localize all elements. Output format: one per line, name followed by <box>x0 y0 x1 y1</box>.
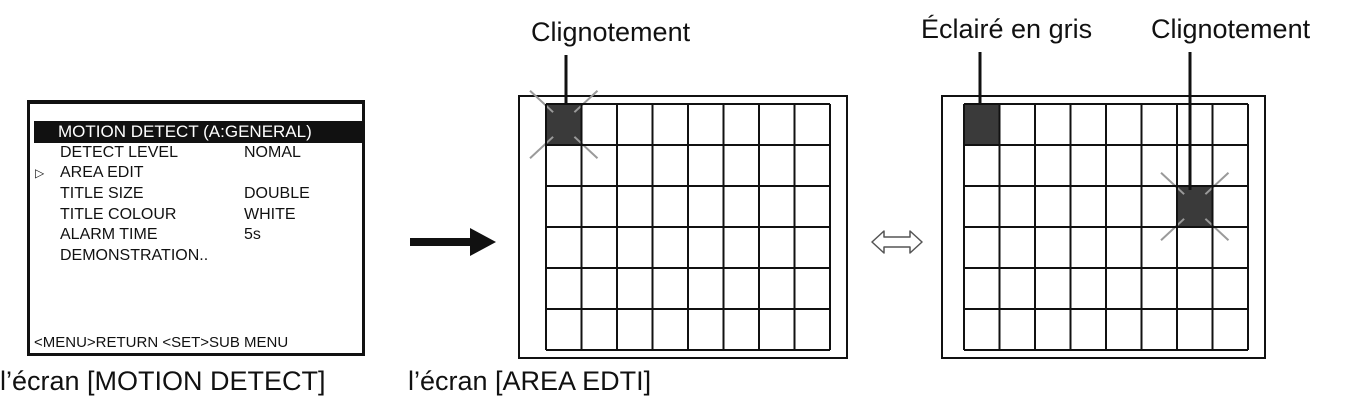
blink-burst-line <box>529 136 554 159</box>
double-arrow-icon <box>871 230 923 254</box>
blink-burst-line <box>529 90 554 113</box>
menu-row-value: DOUBLE <box>244 185 310 202</box>
menu-row-value: NOMAL <box>244 144 301 161</box>
grid-b <box>963 103 1249 351</box>
blink-burst-line <box>1204 172 1230 195</box>
menu-row-label: TITLE COLOUR <box>60 206 177 223</box>
right-arrow-icon <box>410 228 496 256</box>
menu-row-value: 5s <box>244 226 261 243</box>
motion-detect-screen: MOTION DETECT (A:GENERAL) DETECT LEVEL N… <box>27 100 365 356</box>
menu-row-value: WHITE <box>244 206 296 223</box>
blink-burst-line <box>1160 218 1185 241</box>
grid-a <box>529 90 831 351</box>
menu-row-label: DEMONSTRATION.. <box>60 247 209 264</box>
menu-footer: <MENU>RETURN <SET>SUB MENU <box>34 334 289 351</box>
blink-label-1: Clignotement <box>531 17 691 47</box>
area-edit-caption: l’écran [AREA EDTI] <box>408 366 652 396</box>
menu-row-label: TITLE SIZE <box>60 185 144 202</box>
blink-label-2: Clignotement <box>1151 14 1311 44</box>
area-edit-screen-a <box>518 95 848 359</box>
motion-detect-caption: l’écran [MOTION DETECT] <box>0 366 326 396</box>
menu-row-label: AREA EDIT <box>60 164 144 181</box>
menu-title: MOTION DETECT (A:GENERAL) <box>34 121 362 143</box>
blink-burst-line <box>573 90 599 113</box>
blink-burst-line <box>1160 172 1185 195</box>
menu-row-label: DETECT LEVEL <box>60 144 178 161</box>
blink-burst-line <box>1204 218 1230 241</box>
menu-row-label: ALARM TIME <box>60 226 158 243</box>
blink-burst-line <box>573 136 599 159</box>
grey-label: Éclairé en gris <box>921 14 1093 44</box>
area-edit-screen-b <box>941 95 1266 359</box>
cursor-triangle-icon: ▷ <box>35 166 45 180</box>
grey-lit-cell <box>964 104 1000 145</box>
